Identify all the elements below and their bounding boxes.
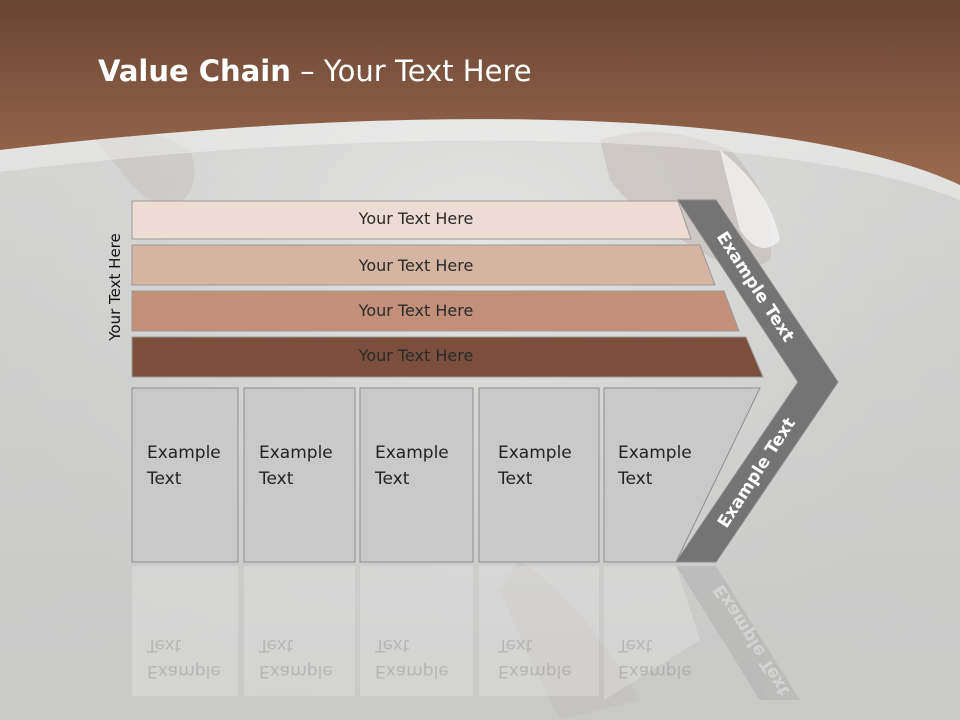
reflection-text-5: Example Text [618,635,692,681]
row-label-2: Your Text Here [358,256,474,275]
slide-title-bold: Value Chain [98,54,291,88]
row-label-1: Your Text Here [358,209,474,228]
header-band [0,0,960,185]
row-bar-4 [131,336,764,378]
box-text-1: Example Text [147,443,221,489]
box-1 [131,387,239,563]
side-label: Your Text Here [106,233,124,341]
reflection-text-2: Example Text [259,635,333,681]
reflection-text-4: Example Text [498,635,572,681]
row-label-3: Your Text Here [358,301,474,320]
box-text-5: Example Text [618,443,692,489]
chevron-arrow [675,199,839,563]
row-bar-2 [131,244,716,286]
box-4 [478,387,600,563]
row-bar-3 [131,290,740,332]
slide-title-rest: – Your Text Here [290,54,532,88]
slide-title: Value Chain – Your Text Here [98,54,532,88]
box-3 [359,387,474,563]
reflection-text-1: Example Text [147,635,221,681]
diagram-reflection [132,566,800,700]
box-text-2: Example Text [259,443,333,489]
box-text-4: Example Text [498,443,572,489]
box-text-3: Example Text [375,443,449,489]
reflection-text-3: Example Text [375,635,449,681]
row-bar-1 [131,200,692,240]
box-2 [243,387,356,563]
photo-silhouette-left [95,132,195,210]
row-label-4: Your Text Here [358,346,474,365]
